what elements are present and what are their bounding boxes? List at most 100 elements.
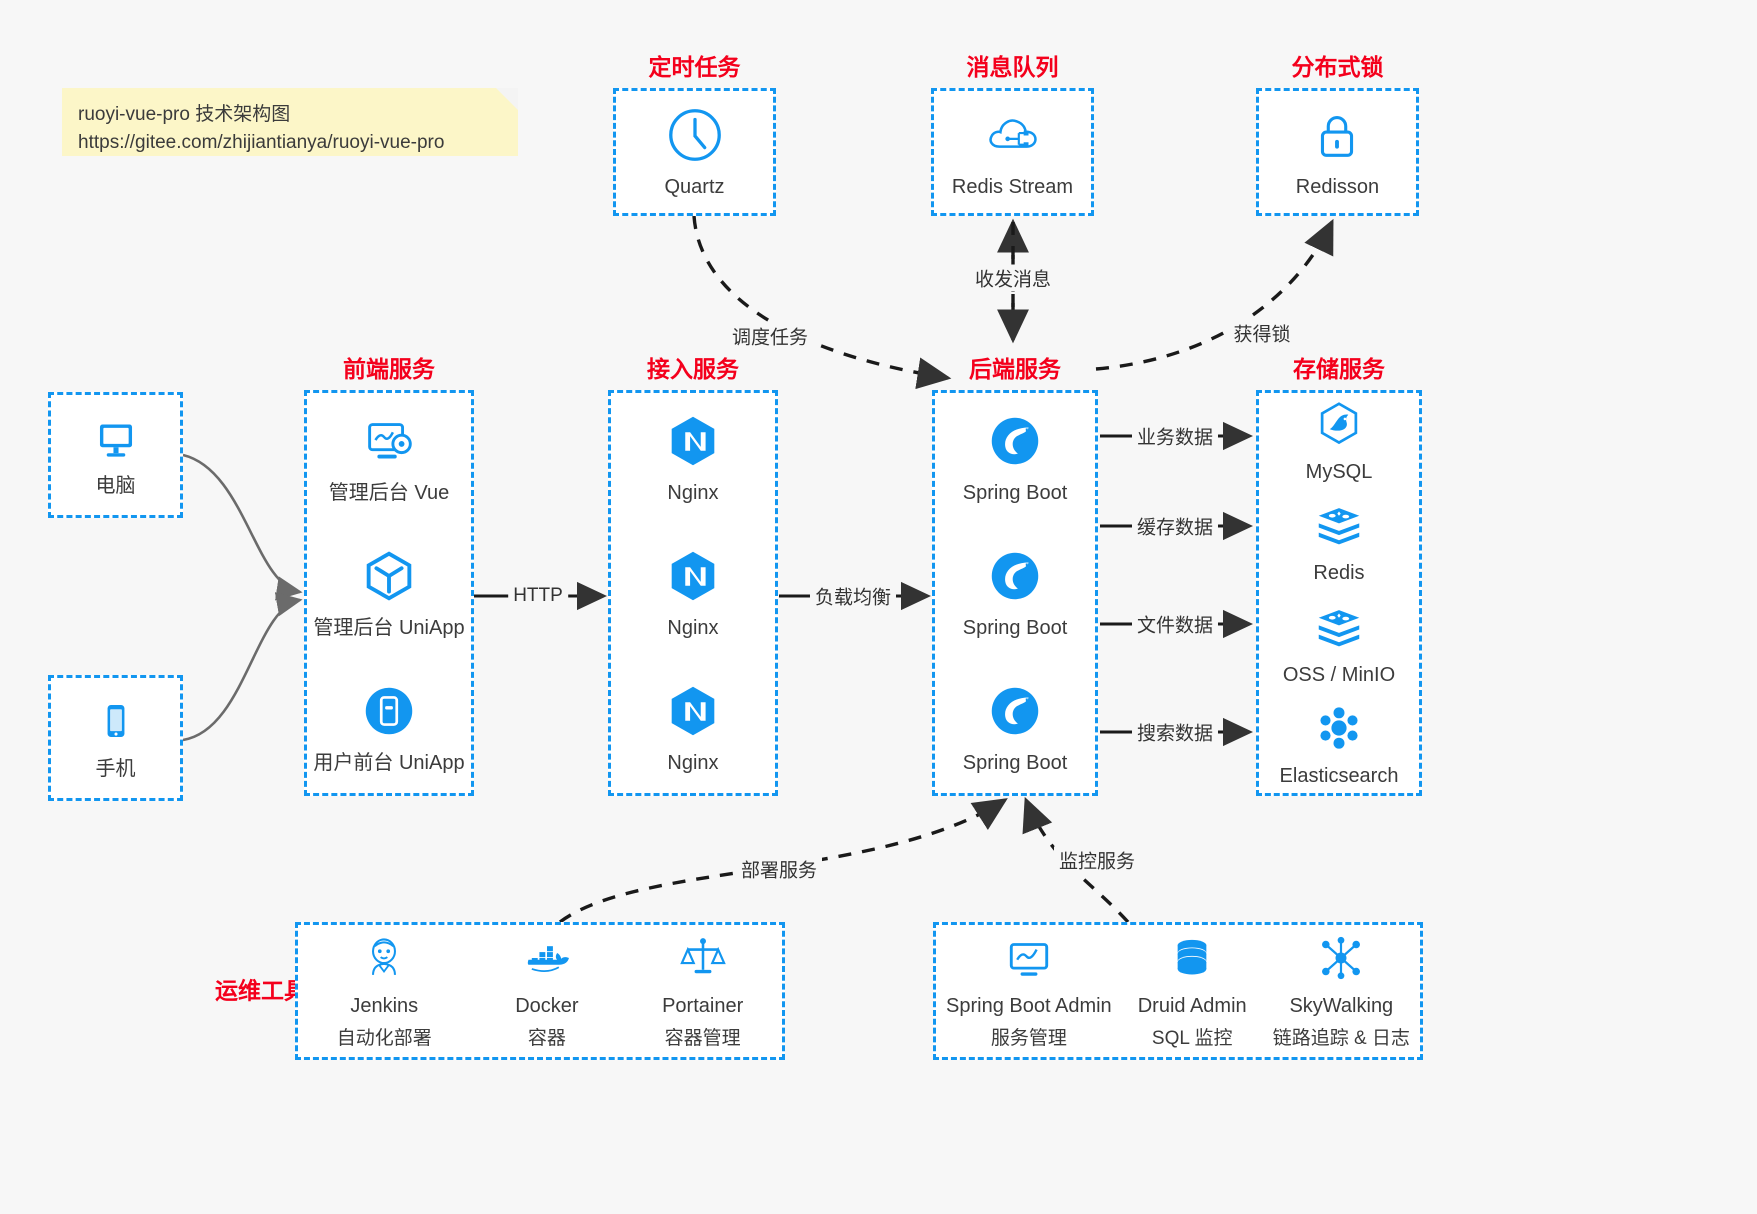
redis-stack-icon xyxy=(1318,508,1360,545)
node-nginx-1-label: Nginx xyxy=(667,481,719,504)
spring-leaf-icon xyxy=(991,688,1039,735)
node-springboot-2-label: Spring Boot xyxy=(962,616,1068,639)
node-jenkins-sublabel: 自动化部署 xyxy=(336,1027,432,1049)
nginx-icon xyxy=(671,687,715,736)
group-gateway-title: 接入服务 xyxy=(647,356,739,382)
edge-label-message: 收发消息 xyxy=(969,264,1057,292)
node-skywalking-sublabel: 链路追踪 & 日志 xyxy=(1272,1027,1410,1049)
dashboard-icon xyxy=(368,422,412,459)
node-mysql[interactable]: MySQL xyxy=(1305,397,1373,485)
group-lock: 分布式锁 Redisson xyxy=(1256,54,1419,216)
node-quartz-label: Quartz xyxy=(664,176,725,198)
skywalking-icon xyxy=(1322,936,1361,979)
node-oss-minio[interactable]: OSS / MinIO xyxy=(1283,600,1395,688)
edge-label-http: HTTP xyxy=(508,585,568,607)
node-admin-vue-label: 管理后台 Vue xyxy=(328,481,450,504)
cloud-stream-icon xyxy=(988,119,1037,148)
group-client-pc: 电脑 xyxy=(48,392,183,518)
node-pc[interactable]: 电脑 xyxy=(89,411,143,499)
node-druid-admin-label: Druid Admin xyxy=(1137,994,1247,1017)
desktop-icon xyxy=(99,424,132,457)
node-mysql-label: MySQL xyxy=(1305,460,1373,483)
node-druid-admin-sublabel: SQL 监控 xyxy=(1151,1027,1233,1049)
node-nginx-2[interactable]: Nginx xyxy=(662,545,724,641)
node-springboot-3[interactable]: Spring Boot xyxy=(962,680,1068,776)
node-elasticsearch-label: Elasticsearch xyxy=(1279,765,1399,788)
node-redisson[interactable]: Redisson xyxy=(1296,104,1379,200)
node-redis[interactable]: Redis xyxy=(1312,498,1366,586)
edge-label-deploy: 部署服务 xyxy=(735,855,823,883)
nginx-icon xyxy=(671,416,715,465)
node-springboot-2[interactable]: Spring Boot xyxy=(962,545,1068,641)
group-mq-box xyxy=(931,88,1094,216)
node-quartz[interactable]: Quartz xyxy=(664,104,726,200)
node-redis-label: Redis xyxy=(1313,562,1365,585)
spring-leaf-icon xyxy=(991,417,1039,464)
node-springboot-1[interactable]: Spring Boot xyxy=(962,410,1068,506)
edge-label-monitor: 监控服务 xyxy=(1053,846,1141,874)
node-docker-label: Docker xyxy=(515,994,579,1017)
node-jenkins[interactable]: Jenkins 自动化部署 xyxy=(337,931,432,1052)
group-devops: 运维工具 Jenkins 自动化部署 xyxy=(215,922,785,1060)
node-oss-minio-label: OSS / MinIO xyxy=(1282,663,1396,686)
node-nginx-3[interactable]: Nginx xyxy=(662,680,724,776)
note-card: ruoyi-vue-pro 技术架构图 https://gitee.com/zh… xyxy=(62,88,518,156)
node-redis-stream-label: Redis Stream xyxy=(951,176,1074,198)
lock-icon xyxy=(1321,116,1354,157)
portainer-icon xyxy=(679,937,726,973)
group-storage-title: 存储服务 xyxy=(1293,356,1385,382)
note-fold-corner xyxy=(496,88,518,110)
docker-icon xyxy=(527,945,569,972)
group-client-mobile: 手机 xyxy=(48,675,183,801)
group-backend: 后端服务 Spring Boot Spring Boot xyxy=(932,356,1098,796)
edge-label-loadbalance: 负载均衡 xyxy=(809,582,897,610)
node-docker[interactable]: Docker 容器 xyxy=(515,931,579,1052)
group-storage: 存储服务 MySQL Redis xyxy=(1256,356,1422,796)
storage-stack-icon xyxy=(1318,609,1360,647)
group-monitor: 监控工具 Spring Boot Admin 服务管理 xyxy=(933,922,1423,1060)
node-redisson-label: Redisson xyxy=(1295,176,1380,198)
node-spring-boot-admin-label: Spring Boot Admin xyxy=(946,994,1112,1017)
node-redis-stream[interactable]: Redis Stream xyxy=(952,104,1073,200)
node-spring-boot-admin[interactable]: Spring Boot Admin 服务管理 xyxy=(946,931,1112,1052)
node-skywalking[interactable]: SkyWalking 链路追踪 & 日志 xyxy=(1273,931,1410,1052)
group-lock-box xyxy=(1256,88,1419,216)
node-skywalking-label: SkyWalking xyxy=(1289,994,1394,1017)
node-admin-uniapp-label: 管理后台 UniApp xyxy=(313,616,465,639)
group-devops-title: 运维工具 xyxy=(215,977,307,1004)
node-springboot-1-label: Spring Boot xyxy=(962,481,1068,504)
mobile-app-icon xyxy=(365,688,413,735)
node-admin-vue[interactable]: 管理后台 Vue xyxy=(329,410,449,506)
edge-label-schedule: 调度任务 xyxy=(726,322,814,350)
group-backend-title: 后端服务 xyxy=(969,356,1061,382)
node-user-uniapp-label: 用户前台 UniApp xyxy=(313,752,465,775)
group-lock-title: 分布式锁 xyxy=(1291,54,1384,80)
edge-label-search-data: 搜索数据 xyxy=(1131,718,1219,746)
node-portainer-label: Portainer xyxy=(662,994,744,1017)
note-line-2: https://gitee.com/zhijiantianya/ruoyi-vu… xyxy=(78,131,445,153)
node-jenkins-label: Jenkins xyxy=(350,994,419,1017)
node-spring-boot-admin-sublabel: 服务管理 xyxy=(990,1027,1067,1049)
node-mobile[interactable]: 手机 xyxy=(89,694,143,782)
node-user-uniapp[interactable]: 用户前台 UniApp xyxy=(313,680,465,776)
group-frontend-title: 前端服务 xyxy=(343,356,435,382)
node-nginx-1[interactable]: Nginx xyxy=(662,410,724,506)
group-frontend: 前端服务 管理后台 Vue 管理后台 UniApp xyxy=(304,356,474,796)
database-icon xyxy=(1177,939,1207,975)
elasticsearch-icon xyxy=(1320,707,1358,749)
node-mobile-label: 手机 xyxy=(95,758,136,780)
admin-monitor-icon xyxy=(1009,942,1048,976)
client-mobile-box xyxy=(48,675,183,801)
edge-label-lock: 获得锁 xyxy=(1228,319,1296,347)
phone-icon xyxy=(107,704,124,738)
node-admin-uniapp[interactable]: 管理后台 UniApp xyxy=(313,545,465,641)
jenkins-icon xyxy=(372,938,397,975)
node-elasticsearch[interactable]: Elasticsearch xyxy=(1279,701,1399,789)
node-springboot-3-label: Spring Boot xyxy=(962,752,1068,775)
group-mq-title: 消息队列 xyxy=(966,54,1059,80)
node-portainer[interactable]: Portainer 容器管理 xyxy=(662,931,743,1052)
edge-label-cache-data: 缓存数据 xyxy=(1131,512,1219,540)
node-druid-admin[interactable]: Druid Admin SQL 监控 xyxy=(1138,931,1247,1052)
node-pc-label: 电脑 xyxy=(95,475,136,497)
clock-icon xyxy=(668,109,721,161)
